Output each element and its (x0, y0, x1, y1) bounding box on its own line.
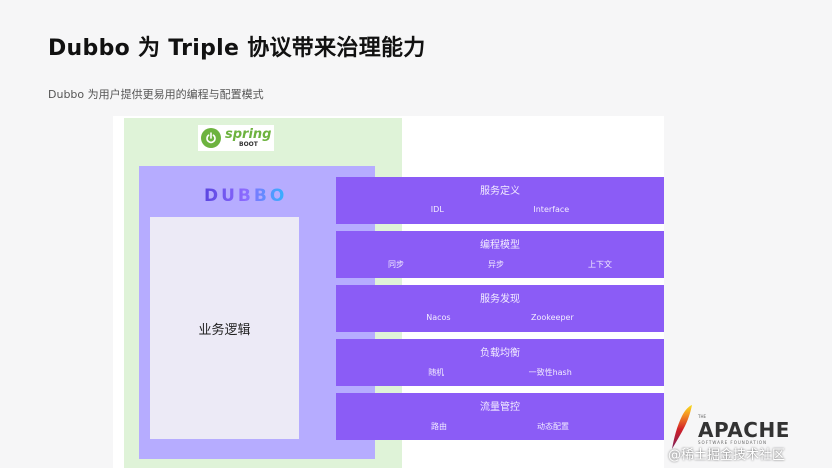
watermark: @稀土掘金技术社区 (668, 448, 786, 463)
feature-item: 同步 (388, 260, 404, 269)
slide-title: Dubbo 为 Triple 协议带来治理能力 (48, 36, 426, 61)
spring-logo-boot: BOOT (239, 141, 258, 148)
feature-bar-load-balancing: 负载均衡 随机 一致性hash (336, 339, 664, 386)
feature-title: 负载均衡 (480, 348, 520, 359)
business-logic-box: 业务逻辑 (150, 217, 299, 439)
feature-title: 服务发现 (480, 294, 520, 305)
feature-bar-traffic-control: 流量管控 路由 动态配置 (336, 393, 664, 440)
feature-item: IDL (430, 205, 444, 214)
feature-item: 路由 (431, 422, 447, 431)
apache-the-text: THE (698, 414, 706, 419)
spring-boot-logo: spring BOOT (198, 125, 274, 151)
slide-subtitle: Dubbo 为用户提供更易用的编程与配置模式 (48, 88, 264, 101)
apache-foundation-text: SOFTWARE FOUNDATION (698, 440, 767, 445)
feature-bar-programming-model: 编程模型 同步 异步 上下文 (336, 231, 664, 278)
feature-item: 动态配置 (537, 422, 569, 431)
feature-bar-service-discovery: 服务发现 Nacos Zookeeper (336, 285, 664, 332)
feature-item: Nacos (426, 313, 451, 322)
feature-item: 上下文 (588, 260, 612, 269)
feature-item: 随机 (428, 368, 445, 377)
feature-item: Zookeeper (531, 313, 574, 322)
feature-item: 一致性hash (528, 368, 572, 377)
feature-title: 流量管控 (480, 402, 520, 413)
apache-wordmark: APACHE (698, 418, 790, 442)
feature-title: 编程模型 (480, 240, 520, 251)
dubbo-logo: DUBBO (204, 186, 288, 206)
spring-logo-word: spring (225, 127, 272, 142)
feature-bar-service-definition: 服务定义 IDL Interface (336, 177, 664, 224)
apache-feather-icon (672, 405, 692, 449)
spring-power-icon (201, 128, 221, 148)
feature-item: 异步 (488, 260, 504, 269)
apache-logo: THE APACHE SOFTWARE FOUNDATION (668, 404, 808, 450)
feature-item: Interface (533, 205, 570, 214)
feature-title: 服务定义 (480, 186, 520, 197)
